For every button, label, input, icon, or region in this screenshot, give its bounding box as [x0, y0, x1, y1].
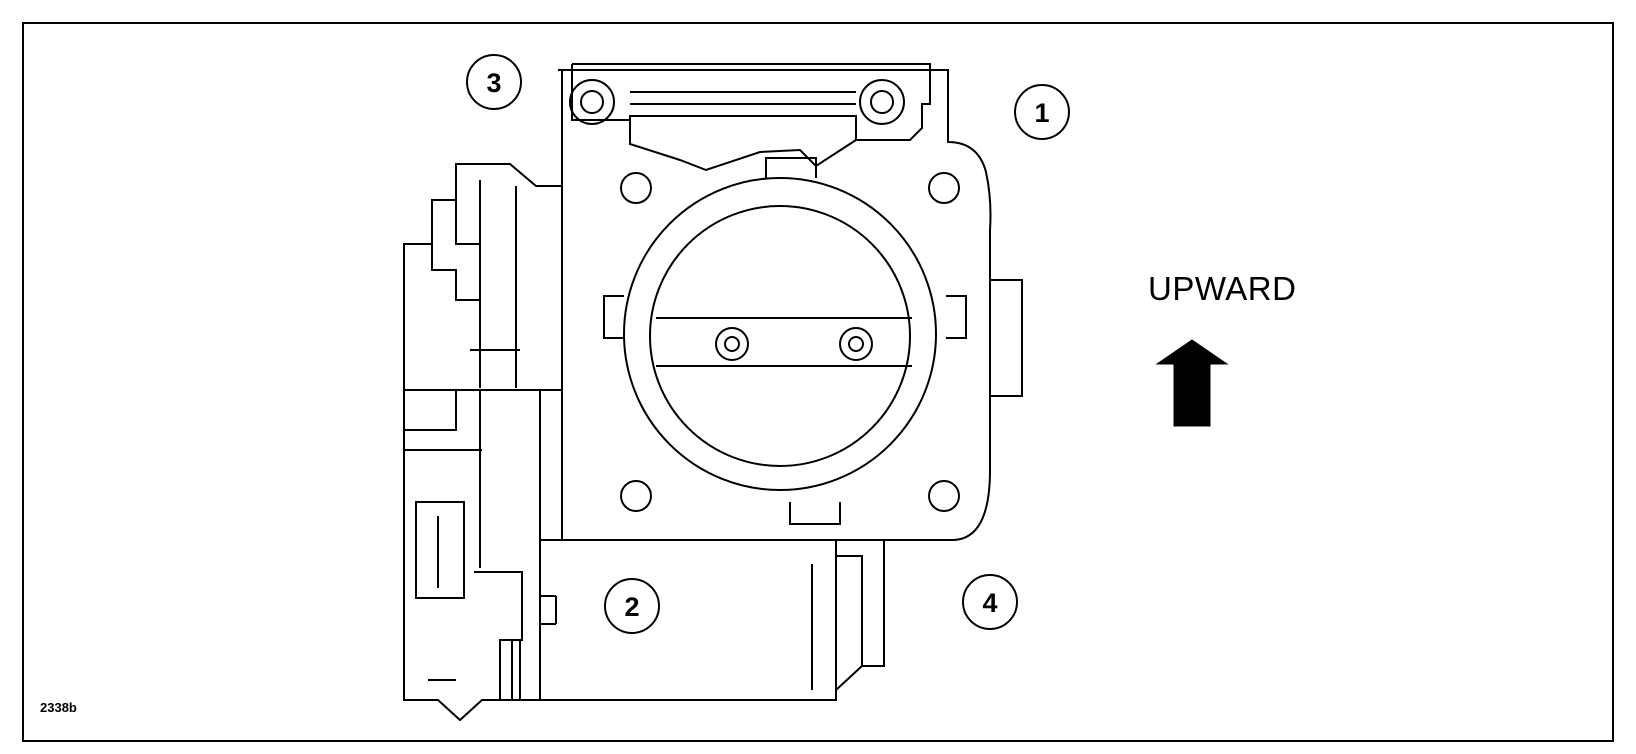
plate-screw-left: [715, 327, 749, 361]
flange-hole-bottom-left: [620, 480, 652, 512]
throttle-body-housing: [558, 63, 992, 541]
right-side-boss: [990, 279, 1023, 397]
flange-hole-top-left: [620, 172, 652, 204]
callout-1-label: 1: [1034, 98, 1049, 128]
figure-reference: 2338b: [40, 700, 77, 715]
callout-2: 2: [604, 578, 660, 634]
flange-hole-top-right: [928, 172, 960, 204]
upward-arrow-icon: [1155, 339, 1229, 427]
callout-4-label: 4: [982, 588, 997, 618]
top-bolt-right: [859, 79, 905, 125]
top-bolt-left: [569, 79, 615, 125]
plate-screw-right: [839, 327, 873, 361]
throttle-bore: [603, 177, 967, 491]
gear-cover: [403, 163, 563, 722]
flange-hole-bottom-right: [928, 480, 960, 512]
callout-1: 1: [1014, 84, 1070, 140]
direction-label: UPWARD: [1148, 270, 1297, 307]
motor-housing: [540, 539, 885, 701]
callout-2-label: 2: [624, 592, 639, 622]
callout-3: 3: [466, 54, 522, 110]
callout-4: 4: [962, 574, 1018, 630]
diagram-frame: [22, 22, 1614, 742]
callout-3-label: 3: [486, 68, 501, 98]
